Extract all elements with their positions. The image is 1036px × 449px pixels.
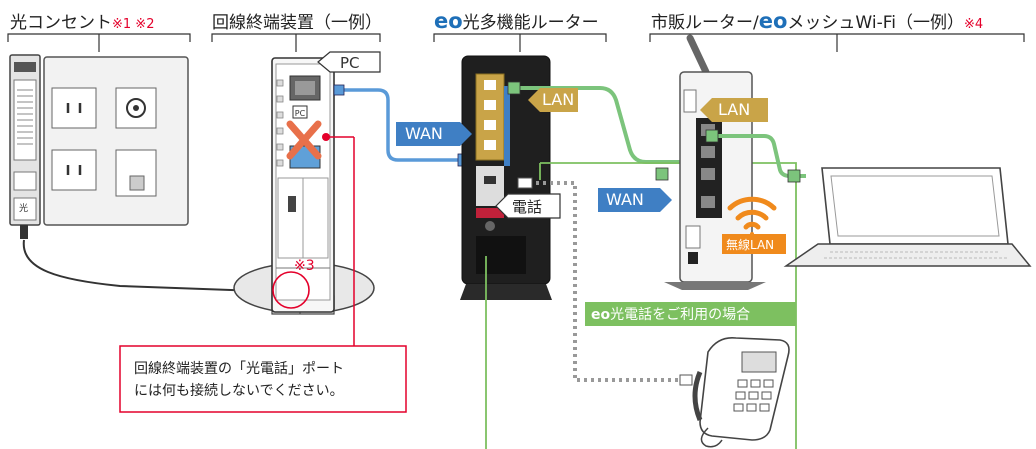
header-outlet-notes: ※1 ※2: [112, 17, 155, 32]
header-outlet: 光コンセント※1 ※2: [10, 8, 154, 33]
header-outlet-text: 光コンセント: [10, 13, 112, 33]
phone-tag-shape: [495, 193, 561, 219]
header-router-text: 光多機能ルーター: [462, 13, 599, 33]
wireless-lan-label: 無線LAN: [726, 238, 775, 252]
lan-tag-router: LAN: [542, 90, 575, 109]
header-retail-suffix: メッシュWi-Fi（一例）: [787, 13, 964, 33]
wan-cable-left: [336, 88, 460, 162]
eo-phone-text: 光電話をご利用の場合: [610, 307, 751, 323]
warning-text: 回線終端装置の「光電話」ポート には何も接続しないでください。: [134, 358, 344, 402]
wan-tag-right: WAN: [606, 190, 644, 209]
fiber-cable: [22, 239, 287, 293]
wan-tag-left-shape: [396, 122, 472, 146]
header-router-brand: eo: [434, 9, 463, 33]
lan-tag-retail-shape: [700, 98, 768, 122]
laptop-icon: [783, 167, 1032, 267]
wan-tag-left: WAN: [405, 124, 443, 143]
warning-line2: には何も接続しないでください。: [134, 383, 344, 399]
header-retail: 市販ルーター/eoメッシュWi-Fi（一例）※4: [651, 8, 983, 33]
eo-phone-label: eo光電話をご利用の場合: [591, 304, 750, 324]
header-retail-prefix: 市販ルーター/: [651, 13, 759, 33]
wireless-lan-badge: [722, 234, 786, 254]
header-router: eo光多機能ルーター: [434, 8, 599, 33]
retail-router: [664, 34, 766, 290]
eo-router: [460, 55, 552, 300]
eo-phone-panel: [485, 162, 797, 449]
lan-cable-2: [712, 134, 806, 178]
outlet-hikari-label: 光: [19, 204, 29, 214]
header-retail-brand: eo: [758, 9, 788, 33]
eo-phone-brand: eo: [591, 307, 611, 323]
ont-device: PC: [271, 57, 335, 313]
header-retail-note: ※4: [963, 17, 984, 32]
warning-box: [119, 345, 407, 413]
telephone-icon: [692, 336, 790, 448]
wifi-icon: [727, 196, 777, 236]
wan-tag-right-shape: [598, 188, 672, 212]
pc-callout: [317, 51, 381, 73]
phone-tag: 電話: [512, 198, 543, 216]
header-ont: 回線終端装置（一例）: [212, 13, 382, 33]
optical-outlet-module: [9, 54, 41, 239]
note3-circle: [272, 271, 310, 309]
header-brackets: [7, 33, 1025, 52]
svg-text:PC: PC: [295, 109, 306, 118]
optical-outlet: [43, 56, 189, 226]
lan-tag-retail: LAN: [718, 100, 751, 119]
pc-label: PC: [340, 54, 360, 72]
lan-cable-1: [514, 86, 686, 164]
warning-pointer: [322, 133, 355, 346]
x-mark-icon: [286, 120, 322, 160]
warning-line1: 回線終端装置の「光電話」ポート: [134, 361, 344, 377]
lan-tag-router-shape: [528, 88, 578, 112]
note3-label: ※3: [294, 258, 315, 274]
